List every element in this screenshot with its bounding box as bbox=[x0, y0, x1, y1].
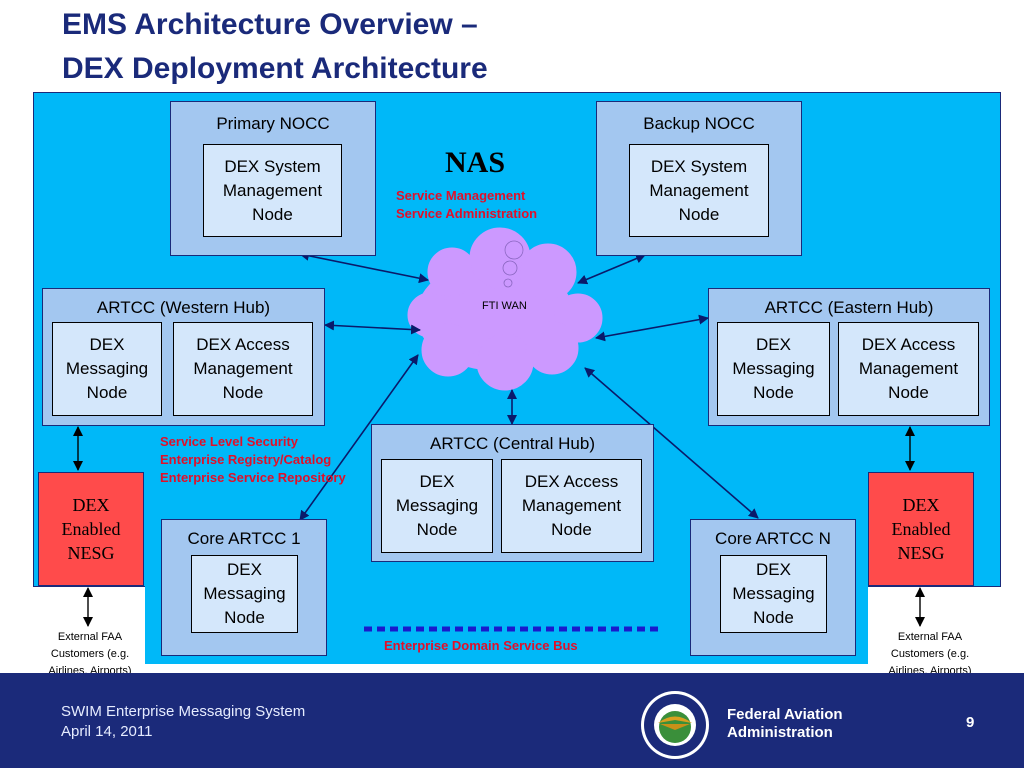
central-hub-messaging-node: DEX Messaging Node bbox=[381, 459, 493, 553]
link-backup-nocc-to-wan bbox=[577, 253, 646, 285]
fti-wan-cloud bbox=[407, 227, 603, 391]
security-registry-note: Service Level Security Enterprise Regist… bbox=[160, 434, 346, 485]
core-artcc-n-messaging-node-label: DEX Messaging Node bbox=[732, 560, 815, 627]
western-hub-access-management-node: DEX Access Management Node bbox=[173, 322, 313, 416]
enterprise-domain-service-bus-label: Enterprise Domain Service Bus bbox=[384, 638, 578, 653]
primary-nocc-system-management-node: DEX System Management Node bbox=[203, 144, 342, 237]
primary-nocc-label: Primary NOCC bbox=[216, 114, 330, 133]
nas-label: NAS bbox=[445, 146, 506, 179]
link-primary-nocc-to-wan bbox=[299, 250, 429, 284]
link-core-artcc-n-to-wan bbox=[584, 367, 759, 519]
artcc-central-hub-label: ARTCC (Central Hub) bbox=[429, 434, 595, 453]
link-eastern-hub-to-wan bbox=[595, 314, 709, 342]
western-hub-messaging-node-label: DEX Messaging Node bbox=[65, 335, 149, 402]
western-hub-messaging-node: DEX Messaging Node bbox=[52, 322, 162, 416]
backup-nocc-node-label: DEX System Management Node bbox=[649, 156, 749, 224]
core-artcc-n-messaging-node: DEX Messaging Node bbox=[720, 555, 827, 633]
footer-date: April 14, 2011 bbox=[61, 723, 153, 740]
service-management-note: Service Management Service Administratio… bbox=[396, 188, 538, 221]
nesg-left-label: DEX Enabled NESG bbox=[61, 495, 121, 563]
core-artcc-1-label: Core ARTCC 1 bbox=[187, 529, 301, 548]
faa-seal-icon bbox=[641, 691, 709, 759]
page-title-line-2: DEX Deployment Architecture bbox=[62, 52, 488, 85]
eastern-hub-messaging-node-label: DEX Messaging Node bbox=[732, 335, 815, 402]
core-artcc-n-label: Core ARTCC N bbox=[715, 529, 831, 548]
footer-bar bbox=[0, 673, 1024, 768]
backup-nocc-label: Backup NOCC bbox=[643, 114, 755, 133]
artcc-eastern-hub-label: ARTCC (Eastern Hub) bbox=[764, 298, 934, 317]
western-hub-access-node-label: DEX Access Management Node bbox=[193, 335, 293, 402]
eastern-hub-messaging-node: DEX Messaging Node bbox=[717, 322, 830, 416]
footer-agency-name: Federal Aviation Administration bbox=[727, 706, 843, 741]
artcc-western-hub-label: ARTCC (Western Hub) bbox=[96, 298, 271, 317]
eastern-hub-access-management-node: DEX Access Management Node bbox=[838, 322, 979, 416]
central-hub-messaging-node-label: DEX Messaging Node bbox=[395, 472, 479, 539]
footer-system-name: SWIM Enterprise Messaging System bbox=[61, 703, 306, 720]
page-title-line-1: EMS Architecture Overview – bbox=[62, 8, 478, 41]
eastern-hub-access-node-label: DEX Access Management Node bbox=[858, 335, 959, 402]
link-western-hub-to-wan bbox=[324, 320, 421, 335]
cloud-thought-bubbles bbox=[502, 240, 524, 288]
core-artcc-1-messaging-node: DEX Messaging Node bbox=[191, 555, 298, 633]
dex-enabled-nesg-left: DEX Enabled NESG bbox=[38, 472, 144, 586]
nesg-right-label: DEX Enabled NESG bbox=[891, 495, 951, 563]
central-hub-access-management-node: DEX Access Management Node bbox=[501, 459, 642, 553]
backup-nocc-system-management-node: DEX System Management Node bbox=[629, 144, 769, 237]
primary-nocc-node-label: DEX System Management Node bbox=[222, 156, 323, 224]
fti-wan-label: FTI WAN bbox=[482, 300, 527, 312]
central-hub-access-node-label: DEX Access Management Node bbox=[521, 472, 622, 539]
footer-page-number: 9 bbox=[966, 714, 975, 731]
core-artcc-1-messaging-node-label: DEX Messaging Node bbox=[203, 560, 286, 627]
dex-enabled-nesg-right: DEX Enabled NESG bbox=[868, 472, 974, 586]
link-core-artcc-1-to-wan bbox=[299, 354, 419, 521]
